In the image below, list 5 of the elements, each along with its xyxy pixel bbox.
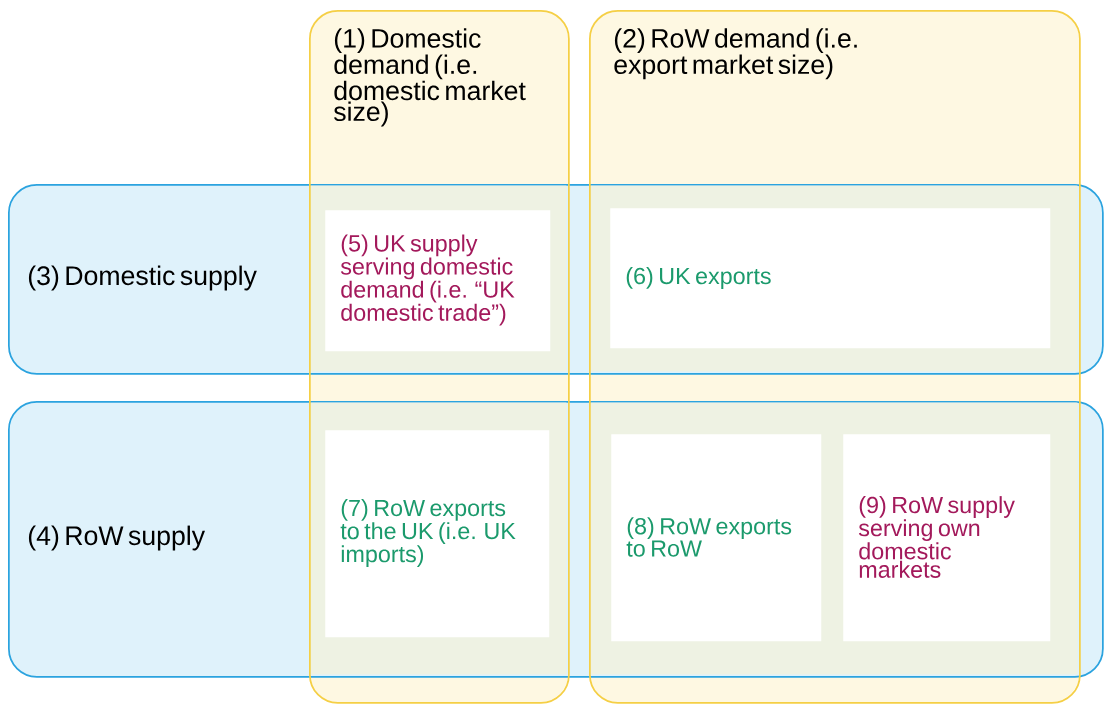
text-box: (5) UK supply serving domestic demand (i.e. “UK domestic trade”) [325, 210, 551, 352]
text-box: (7) RoW exports to the UK (i.e. UK imports) [325, 430, 550, 638]
text-box: (6) UK exports [610, 208, 1051, 349]
text-box: (8) RoW exports to RoW [611, 434, 822, 642]
text-box: (9) RoW supply serving own domestic markets [843, 434, 1051, 642]
